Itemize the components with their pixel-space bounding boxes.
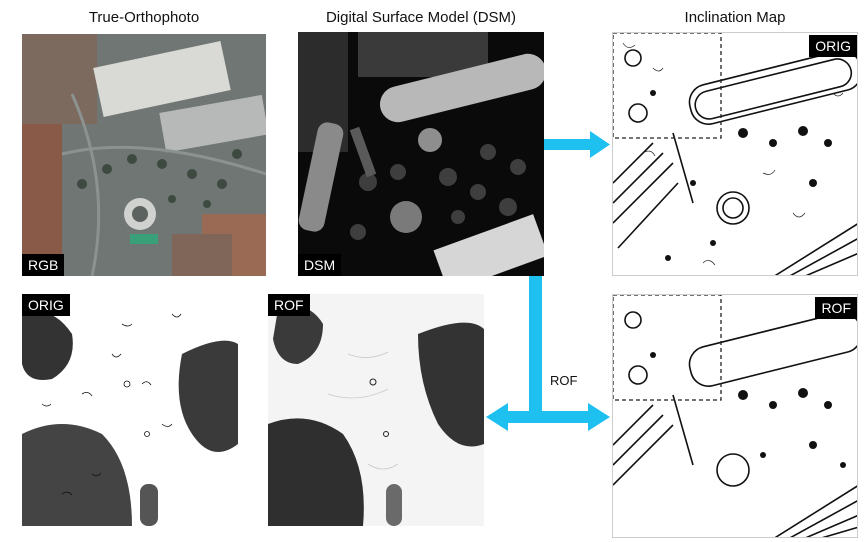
arrow-label-rof: ROF [550,373,578,388]
title-inclination-map: Inclination Map [684,9,786,26]
rof-zoom-panel: ROF [268,294,484,526]
title-true-orthophoto: True-Orthophoto [88,9,200,26]
orig-zoom-panel: ORIG [22,294,238,526]
dsm-image [298,32,544,276]
inclination-orig-image [613,33,857,275]
inclination-rof-image [613,295,857,537]
inclination-rof-panel: ROF [612,294,858,538]
orig-zoom-image [22,294,238,526]
tag-orig-top: ORIG [809,35,857,57]
orthophoto-image [22,34,266,276]
title-dsm: Digital Surface Model (DSM) [325,9,517,26]
tag-rof-right: ROF [815,297,857,319]
tag-rgb: RGB [22,254,65,276]
inclination-orig-panel: ORIG [612,32,858,276]
orthophoto-panel: RGB [22,34,266,276]
tag-rof-bottom: ROF [268,294,310,316]
tag-dsm: DSM [298,254,342,276]
arrow-rof-branch [486,276,610,431]
tag-orig-bottom: ORIG [22,294,70,316]
dsm-panel: DSM [298,32,544,276]
arrow-to-orig [544,131,610,158]
rof-zoom-image [268,294,484,526]
